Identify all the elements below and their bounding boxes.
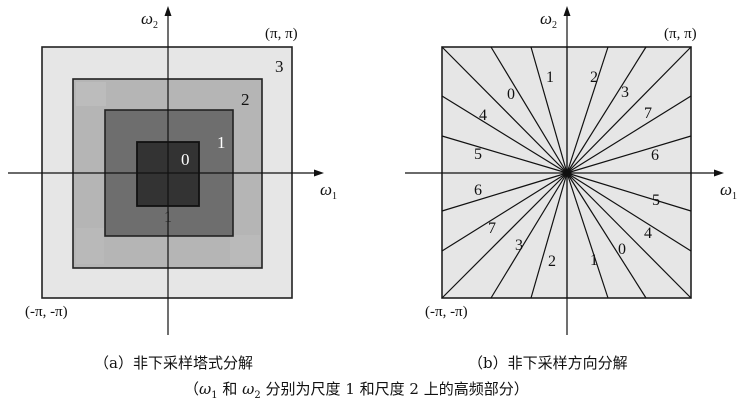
- wedge-label: 5: [474, 146, 482, 163]
- directional-corner-bottom-left: (-π, -π): [425, 304, 468, 320]
- pyramid-x-arrow-icon: [314, 169, 324, 177]
- directional-x-axis-label: ω1: [720, 180, 737, 202]
- direction-ray: [566, 135, 692, 174]
- caption-footnote: （ω1 和 ω2 分别为尺度 1 和尺度 2 上的高频部分）: [184, 380, 529, 401]
- wedge-label: 4: [644, 225, 652, 242]
- omega1-symbol: ω: [199, 380, 212, 398]
- wedge-label: 1: [590, 252, 598, 269]
- wedge-label: 1: [546, 69, 554, 86]
- wedge-label: 5: [652, 192, 660, 209]
- pyramid-level-1-label: 1: [217, 133, 226, 152]
- directional-y-arrow-icon: [563, 6, 571, 16]
- direction-ray: [441, 46, 568, 174]
- pyramid-level-0-label: 0: [181, 150, 190, 169]
- omega2-symbol: ω: [242, 380, 255, 398]
- direction-ray: [441, 172, 568, 252]
- direction-ray: [490, 172, 568, 299]
- direction-ray: [490, 46, 568, 174]
- omega2-subscript: 2: [254, 390, 261, 401]
- caption-directional: （b）非下采样方向分解: [468, 354, 628, 372]
- direction-ray: [566, 172, 692, 299]
- directional-x-arrow-icon: [714, 169, 724, 177]
- direction-ray: [530, 46, 568, 174]
- direction-ray: [441, 172, 568, 299]
- directional-y-axis-label: ω2: [540, 9, 557, 31]
- direction-ray: [566, 172, 647, 299]
- direction-ray: [441, 95, 568, 174]
- direction-ray: [566, 95, 692, 174]
- wedge-label: 2: [548, 253, 556, 270]
- wedge-label: 0: [618, 241, 626, 258]
- wedge-label: 4: [479, 107, 487, 124]
- wedge-label: 0: [507, 86, 515, 103]
- wedge-label: 7: [644, 105, 652, 122]
- direction-ray: [530, 172, 568, 299]
- wedge-label: 2: [590, 69, 598, 86]
- direction-ray: [566, 172, 692, 212]
- omega1-subscript: 1: [211, 390, 218, 401]
- caption-pyramid: （a）非下采样塔式分解: [94, 354, 253, 372]
- pyramid-y-axis-label: ω2: [141, 9, 158, 31]
- direction-ray: [441, 172, 568, 212]
- pyramid-y-arrow-icon: [164, 6, 172, 16]
- direction-ray: [566, 46, 609, 174]
- direction-ray: [566, 46, 647, 174]
- pyramid-panel: ω2 ω1 (π, π) (-π, -π) 0 1 2 3 1: [8, 6, 337, 335]
- direction-ray: [566, 172, 609, 299]
- pyramid-corner-bottom-left: (-π, -π): [25, 304, 68, 320]
- pyramid-extra-mark: 1: [164, 209, 172, 226]
- wedge-label: 6: [474, 182, 482, 199]
- pyramid-x-axis-label: ω1: [320, 180, 337, 202]
- direction-ray: [566, 172, 692, 252]
- wedge-label: 3: [515, 237, 523, 254]
- direction-ray: [566, 46, 692, 174]
- direction-ray: [441, 135, 568, 174]
- pyramid-level-2-label: 2: [241, 90, 250, 109]
- wedge-label: 3: [621, 84, 629, 101]
- wedge-label: 7: [488, 220, 496, 237]
- pyramid-level-3-label: 3: [275, 57, 284, 76]
- directional-panel: ω2 ω1 (π, π) (-π, -π) 0 1 2 3 7 6 5 4 0 …: [405, 6, 737, 335]
- pyramid-corner-top-right: (π, π): [265, 26, 298, 42]
- wedge-label: 6: [651, 147, 659, 164]
- pyramid-texture: [76, 82, 260, 265]
- directional-corner-top-right: (π, π): [664, 26, 697, 42]
